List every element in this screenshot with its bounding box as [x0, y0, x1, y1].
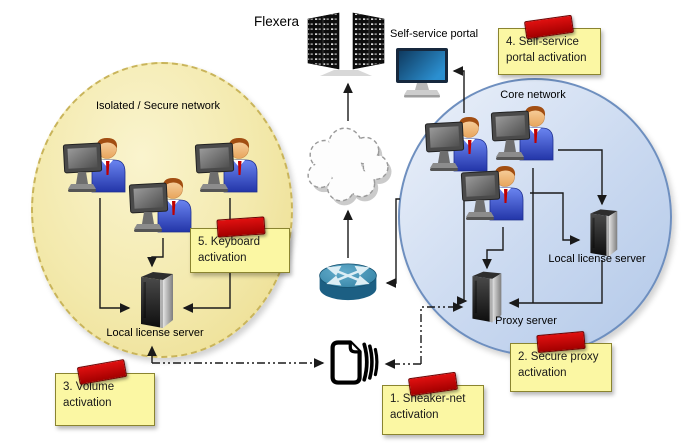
server-rack-icon [306, 12, 386, 76]
user-workstation-icon [62, 134, 130, 198]
sticky-note-4: 4. Self-service portal activation [498, 14, 601, 75]
sticky-note-2: 2. Secure proxy activation [510, 330, 612, 392]
proxy-server-label: Proxy server [495, 315, 557, 327]
portal-monitor-icon [394, 46, 450, 98]
server-tower-icon [582, 206, 624, 258]
user-workstation-icon [490, 102, 558, 166]
router-icon [316, 260, 380, 305]
user-workstation-icon [128, 174, 196, 238]
sticky-note-5: 5. Keyboard activation [190, 216, 290, 273]
note-text: 5. Keyboard activation [198, 236, 261, 264]
note-text: 3. Volume activation [63, 381, 115, 409]
isolated-network-label: Isolated / Secure network [95, 100, 221, 112]
pushpin-icon [216, 216, 266, 238]
sticky-note-3: 3. Volume activation [55, 358, 155, 426]
sticky-note-1: 1. Sneaker-net activation [382, 371, 484, 435]
flexera-label: Flexera [254, 14, 300, 29]
user-workstation-icon [460, 162, 528, 226]
document-icon [327, 335, 381, 391]
server-tower-icon [133, 268, 179, 330]
self-service-portal-label: Self-service portal [390, 28, 479, 40]
cloud-icon [302, 122, 392, 206]
local-license-server-label: Local license server [106, 327, 204, 339]
note-text: 1. Sneaker-net activation [390, 393, 466, 421]
pushpin-icon [536, 330, 586, 354]
local-license-server-label: Local license server [548, 253, 646, 265]
user-workstation-icon [194, 134, 262, 198]
core-network-label: Core network [500, 89, 566, 101]
note-text: 4. Self-service portal activation [506, 36, 587, 64]
note-text: 2. Secure proxy activation [518, 351, 599, 379]
